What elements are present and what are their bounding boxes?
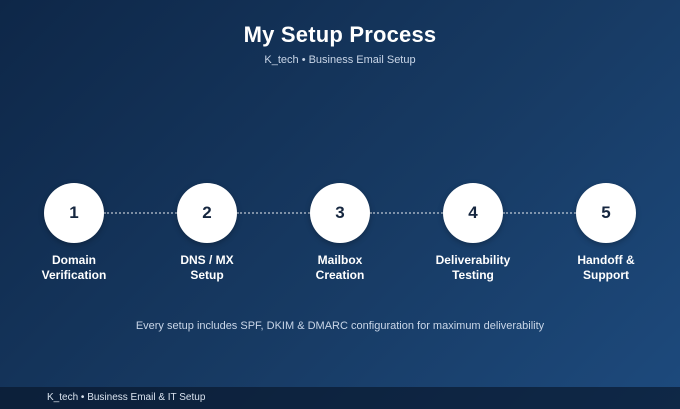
step-2: 2 DNS / MX Setup [152, 183, 262, 283]
step-5: 5 Handoff & Support [551, 183, 661, 283]
step-connector [237, 212, 310, 214]
footer-bar: K_tech • Business Email & IT Setup [0, 387, 680, 409]
step-connector [104, 212, 177, 214]
step-label-line: Setup [190, 268, 224, 282]
page-subtitle: K_tech • Business Email Setup [264, 54, 416, 66]
step-number-circle: 5 [576, 183, 636, 243]
step-number-circle: 2 [177, 183, 237, 243]
step-connector [503, 212, 576, 214]
step-3: 3 Mailbox Creation [285, 183, 395, 283]
step-label-line: Domain [51, 253, 96, 267]
step-1: 1 Domain Verification [19, 183, 129, 283]
step-label-line: Verification [41, 268, 107, 282]
footer-text: K_tech • Business Email & IT Setup [47, 392, 206, 403]
page-title: My Setup Process [243, 22, 437, 47]
footnote: Every setup includes SPF, DKIM & DMARC c… [135, 320, 545, 332]
step-number-circle: 3 [310, 183, 370, 243]
step-number-circle: 4 [443, 183, 503, 243]
step-label: Domain Verification [19, 253, 129, 283]
step-number-circle: 1 [44, 183, 104, 243]
step-label-line: Support [583, 268, 629, 282]
step-label: DNS / MX Setup [152, 253, 262, 283]
step-label: Deliverability Testing [418, 253, 528, 283]
step-label-line: Testing [452, 268, 494, 282]
step-label-line: Deliverability [435, 253, 511, 267]
step-label-line: Creation [315, 268, 365, 282]
header: My Setup Process K_tech • Business Email… [0, 22, 680, 66]
step-connector [370, 212, 443, 214]
step-label-line: Handoff & [577, 253, 635, 267]
step-label: Mailbox Creation [285, 253, 395, 283]
step-label-line: DNS / MX [180, 253, 234, 267]
step-label: Handoff & Support [551, 253, 661, 283]
process-steps: 1 Domain Verification 2 DNS / MX Setup 3… [0, 183, 680, 293]
step-label-line: Mailbox [317, 253, 363, 267]
step-4: 4 Deliverability Testing [418, 183, 528, 283]
